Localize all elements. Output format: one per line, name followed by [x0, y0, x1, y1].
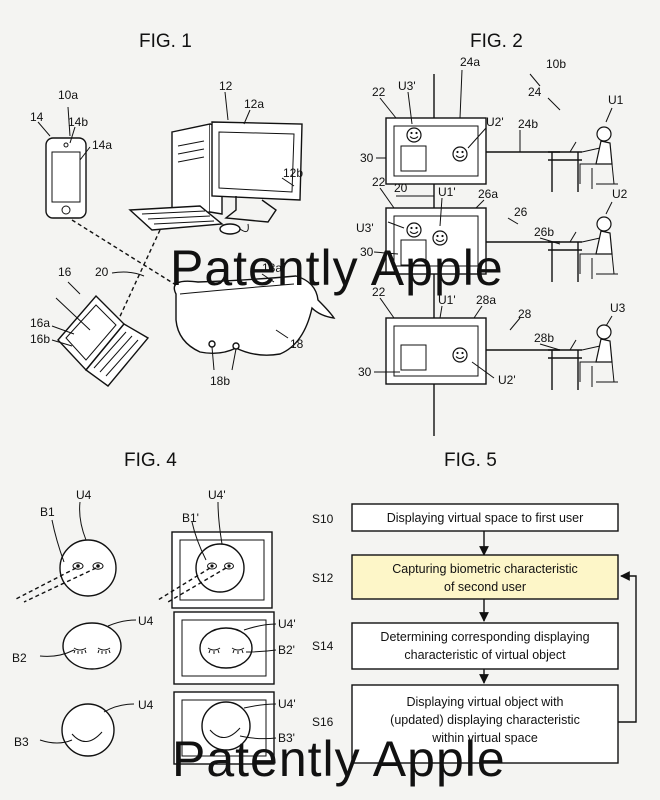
label-b3: B3 — [14, 735, 29, 749]
virtual-space-screen-28a — [385, 317, 560, 385]
user-u1-at-desk — [547, 126, 619, 193]
label-26: 26 — [514, 205, 528, 219]
label-28: 28 — [518, 307, 532, 321]
label-u4-prime-bottom: U4' — [278, 697, 296, 711]
step-s14: Determining corresponding displaying cha… — [351, 622, 619, 670]
watermark-bottom: Patently Apple — [172, 731, 506, 787]
label-u1-prime-bottom: U1' — [438, 293, 456, 307]
label-b2-prime: B2' — [278, 643, 295, 657]
fig4-title: FIG. 4 — [124, 450, 177, 471]
label-16: 16 — [58, 265, 72, 279]
label-u3-prime-top: U3' — [398, 79, 416, 93]
step-s16-text-line3: within virtual space — [431, 731, 538, 745]
label-24: 24 — [528, 85, 542, 99]
step-s14-label: S14 — [312, 639, 334, 653]
framed-face-u4-prime-gaze — [157, 501, 273, 609]
step-s12: Capturing biometric characteristic of se… — [351, 554, 619, 600]
label-12a: 12a — [244, 97, 264, 111]
label-26b: 26b — [534, 225, 554, 239]
label-14b: 14b — [68, 115, 88, 129]
label-u4-prime-mid: U4' — [278, 617, 296, 631]
label-18: 18 — [290, 337, 304, 351]
label-22-top: 22 — [372, 85, 386, 99]
label-30-mid: 30 — [360, 245, 374, 259]
desktop-computer-drawing — [128, 91, 303, 235]
step-s12-text-line1: Capturing biometric characteristic — [392, 562, 578, 576]
step-s12-label: S12 — [312, 571, 334, 585]
label-20: 20 — [394, 181, 408, 195]
label-u4-top: U4 — [76, 488, 92, 502]
label-u4-bottom: U4 — [138, 698, 154, 712]
label-26a: 26a — [478, 187, 498, 201]
label-18a: 18a — [262, 261, 282, 275]
label-14: 14 — [30, 110, 44, 124]
label-b2: B2 — [12, 651, 27, 665]
label-20: 20 — [95, 265, 109, 279]
label-u2: U2 — [612, 187, 628, 201]
fig5-title: FIG. 5 — [444, 450, 497, 471]
label-u1-prime-mid: U1' — [438, 185, 456, 199]
user-u3-at-desk — [547, 324, 619, 391]
fig1-title: FIG. 1 — [139, 31, 192, 52]
label-22-bottom: 22 — [372, 285, 386, 299]
label-b3-prime: B3' — [278, 731, 295, 745]
step-s10: Displaying virtual space to first user — [351, 503, 619, 532]
user-u2-at-desk — [547, 216, 619, 283]
arrow-s16-loop-s12 — [618, 571, 637, 723]
step-s10-label: S10 — [312, 512, 334, 526]
step-s14-text-line1: Determining corresponding displaying — [380, 630, 589, 644]
framed-face-u4-prime-eyes-closed — [173, 611, 277, 685]
fig5: FIG. 5 Displaying virtual space to first… — [312, 450, 637, 764]
step-s14-text-line2: characteristic of virtual object — [404, 648, 566, 662]
fig2: FIG. 2 — [356, 31, 628, 436]
step-s12-highlight-box — [351, 554, 619, 600]
step-s16: Displaying virtual object with (updated)… — [351, 684, 619, 764]
fig4: FIG. 4 B1 U4 B2 U4 — [12, 450, 296, 765]
step-s12-text-line2: of second user — [444, 580, 526, 594]
step-s10-text: Displaying virtual space to first user — [387, 511, 584, 525]
face-u4-eyes-closed — [39, 619, 137, 670]
step-s16-label: S16 — [312, 715, 334, 729]
laptop-drawing — [51, 294, 150, 387]
virtual-space-screen-26a — [385, 207, 560, 275]
label-12: 12 — [219, 79, 233, 93]
label-u4-mid: U4 — [138, 614, 154, 628]
label-u2-prime-top: U2' — [486, 115, 504, 129]
label-u1: U1 — [608, 93, 624, 107]
label-10a: 10a — [58, 88, 78, 102]
face-u4-smile — [39, 703, 135, 757]
label-u3-prime-mid: U3' — [356, 221, 374, 235]
label-30-bottom: 30 — [358, 365, 372, 379]
label-b1: B1 — [40, 505, 55, 519]
step-s16-text-line1: Displaying virtual object with — [406, 695, 563, 709]
label-u3: U3 — [610, 301, 626, 315]
virtual-space-screen-24a — [385, 117, 560, 185]
label-14a: 14a — [92, 138, 112, 152]
fig2-title: FIG. 2 — [470, 31, 523, 52]
face-u4-gaze — [13, 501, 117, 603]
label-16b: 16b — [30, 332, 50, 346]
label-24a: 24a — [460, 55, 480, 69]
fig1: FIG. 1 14 10a 14b 14a — [30, 31, 336, 388]
label-16a: 16a — [30, 316, 50, 330]
label-28b: 28b — [534, 331, 554, 345]
label-u2-prime-bottom: U2' — [498, 373, 516, 387]
label-28a: 28a — [476, 293, 496, 307]
label-b1-prime: B1' — [182, 511, 199, 525]
label-u4-prime-top: U4' — [208, 488, 226, 502]
watermark-top: Patently Apple — [170, 240, 504, 296]
smartphone-drawing — [37, 106, 91, 219]
label-18b: 18b — [210, 374, 230, 388]
step-s16-text-line2: (updated) displaying characteristic — [390, 713, 580, 727]
label-22-mid: 22 — [372, 175, 386, 189]
vr-headset-drawing — [173, 273, 336, 371]
label-12b: 12b — [283, 166, 303, 180]
label-10b: 10b — [546, 57, 566, 71]
label-30-top: 30 — [360, 151, 374, 165]
label-24b: 24b — [518, 117, 538, 131]
framed-face-u4-prime-smile — [173, 691, 277, 765]
